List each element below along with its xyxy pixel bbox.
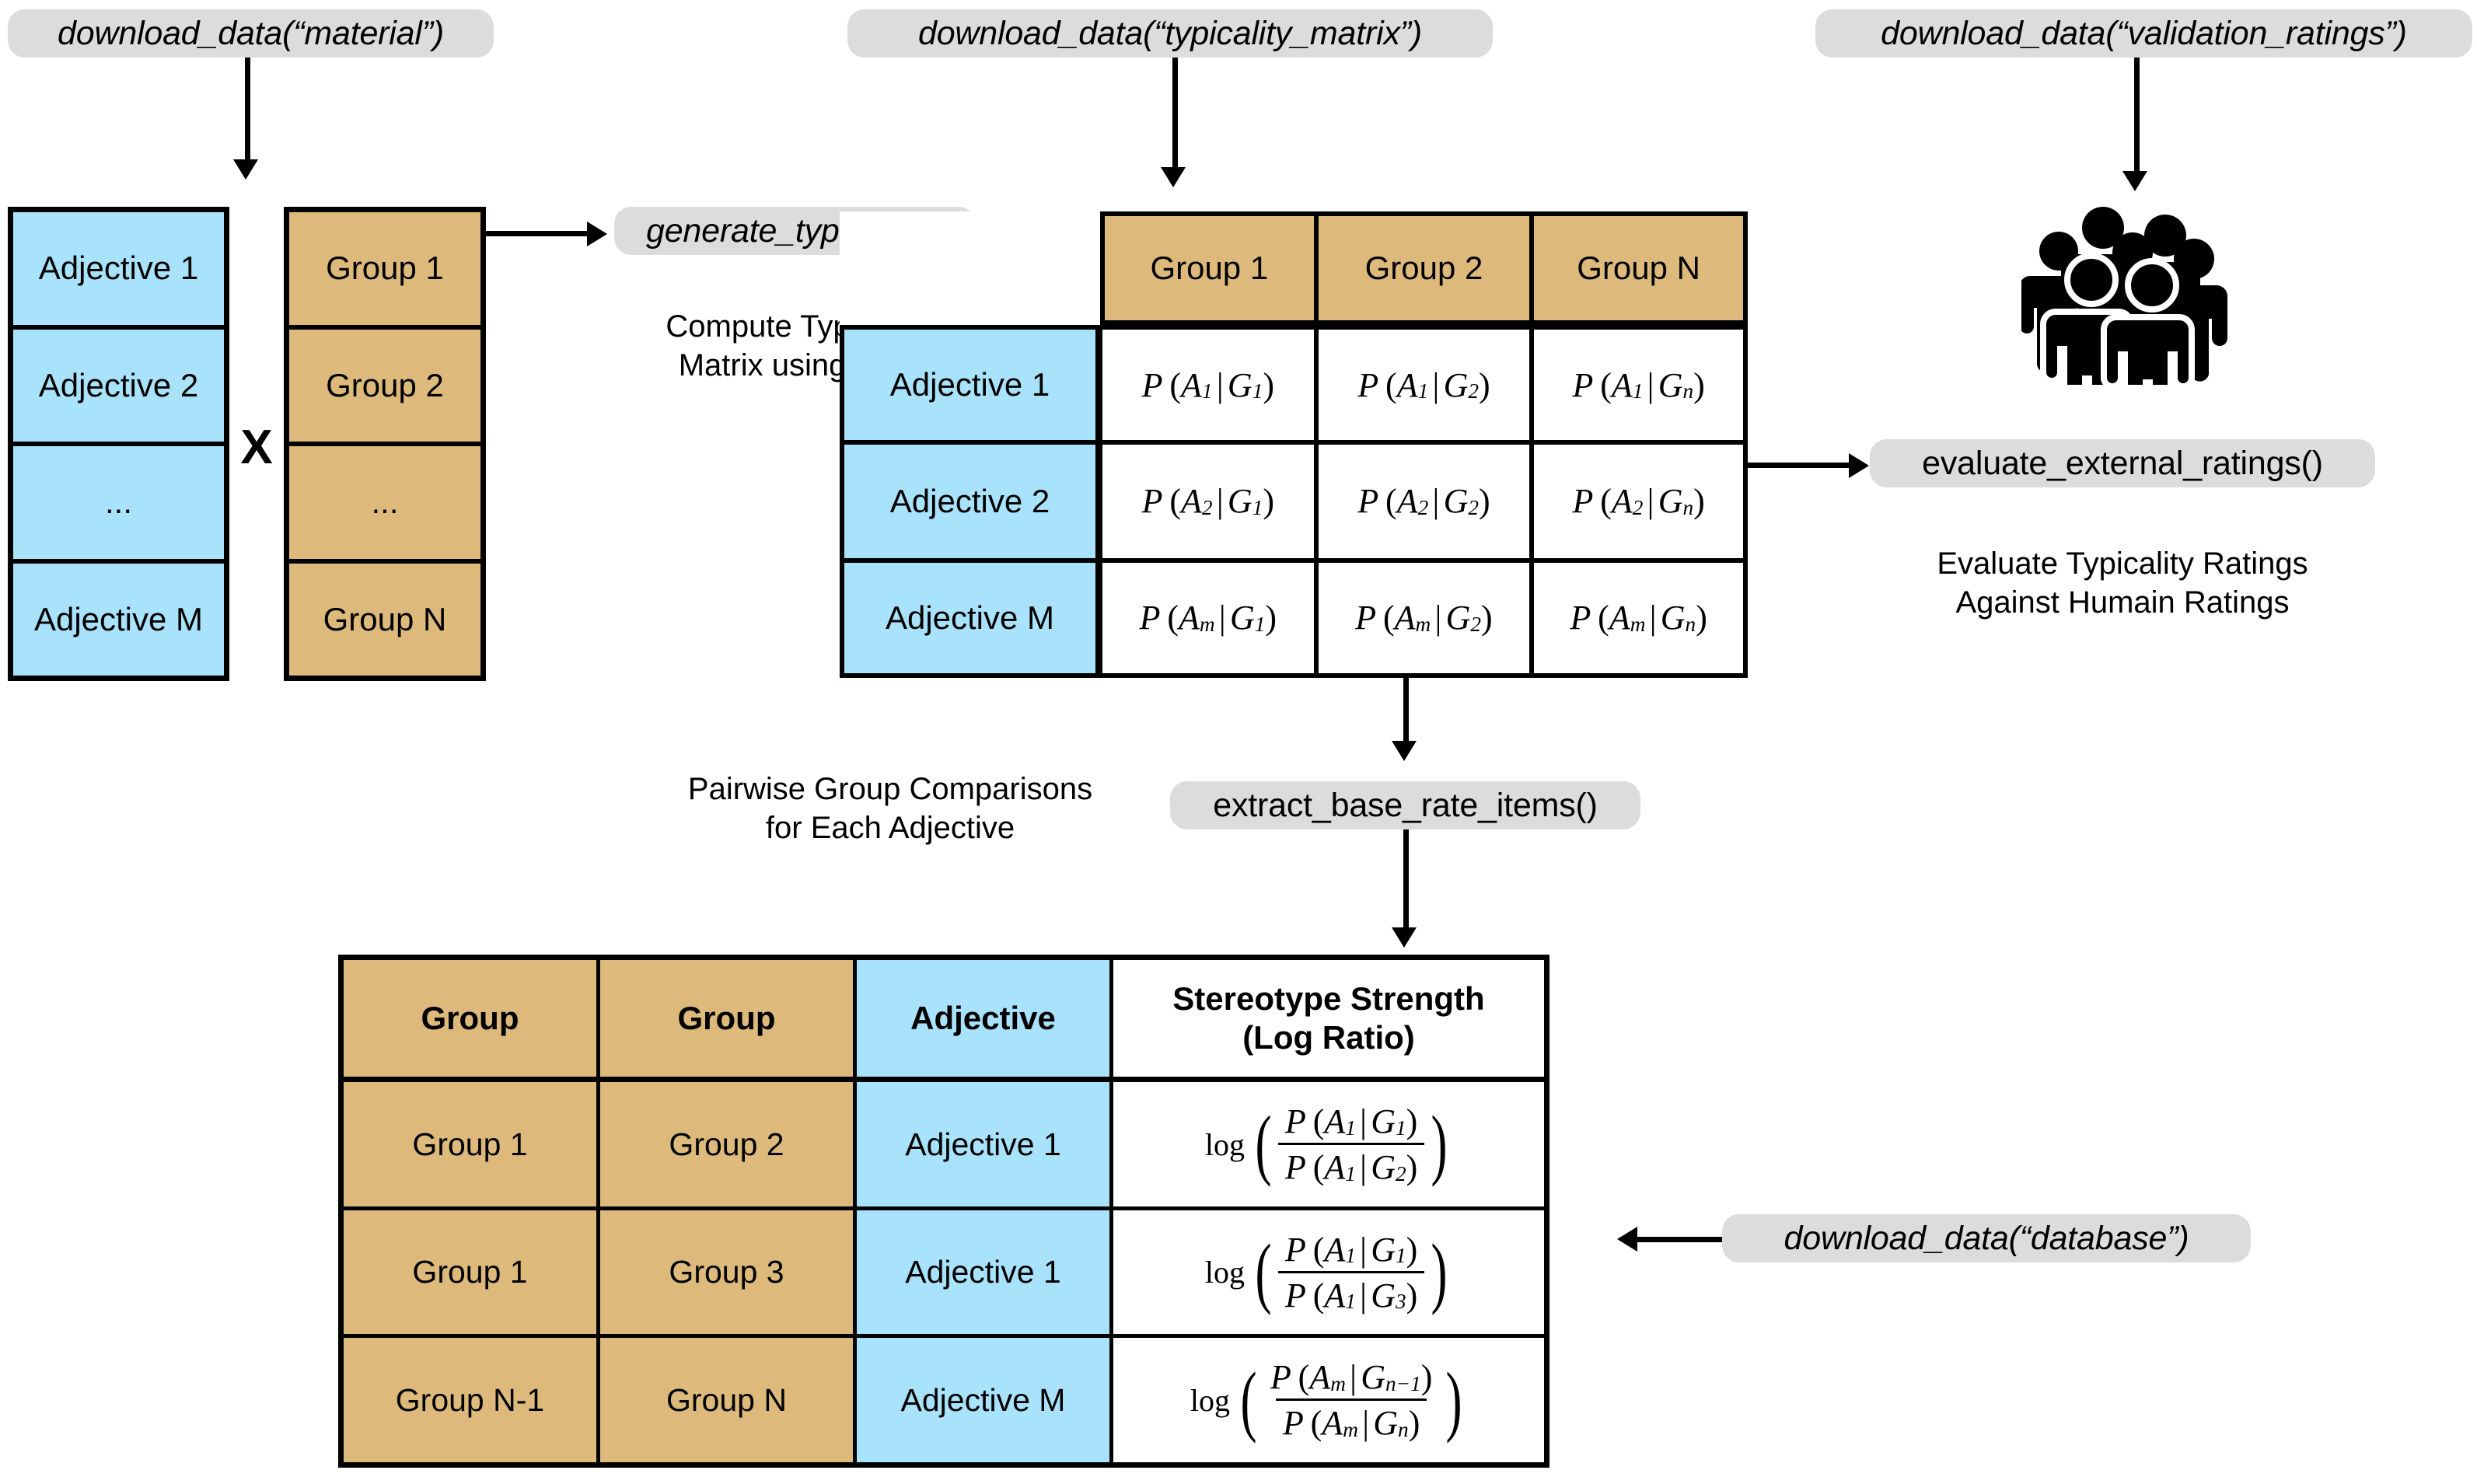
arrow-material-shaft: [245, 58, 250, 162]
arrow-typicality-head: [1161, 167, 1186, 187]
people-group-icon: [2020, 198, 2255, 430]
node-evaluate-external-ratings[interactable]: evaluate_external_ratings(): [1870, 439, 2375, 487]
cross-product-operator: X: [240, 420, 273, 474]
node-download-database[interactable]: download_data(“database”): [1722, 1214, 2251, 1262]
arrow-matrix-to-evaluate-shaft: [1748, 463, 1853, 468]
adjective-stack: Adjective 1 Adjective 2 ... Adjective M: [8, 207, 229, 681]
group-cell[interactable]: Group 1: [289, 212, 480, 330]
results-header-group-b: Group: [600, 960, 857, 1083]
arrow-validation-shaft: [2134, 58, 2140, 174]
arrow-groups-to-generate-shaft: [486, 231, 591, 236]
group-stack: Group 1 Group 2 ... Group N: [284, 207, 486, 681]
adjective-cell[interactable]: Adjective M: [13, 563, 224, 676]
node-download-material[interactable]: download_data(“material”): [8, 9, 494, 58]
table-row-cell-adjective[interactable]: Adjective M: [857, 1338, 1113, 1462]
group-cell[interactable]: ...: [289, 446, 480, 564]
caption-evaluate-ratings: Evaluate Typicality Ratings Against Huma…: [1937, 546, 2308, 620]
arrow-matrix-to-extract-shaft: [1403, 678, 1409, 744]
matrix-col-header[interactable]: Group N: [1532, 211, 1748, 325]
table-row-cell-adjective[interactable]: Adjective 1: [857, 1082, 1113, 1210]
node-download-typicality-matrix[interactable]: download_data(“typicality_matrix”): [847, 9, 1493, 58]
arrow-groups-to-generate-head: [587, 222, 607, 246]
adjective-cell[interactable]: Adjective 2: [13, 329, 224, 446]
table-row-cell-group-b[interactable]: Group 2: [600, 1082, 857, 1210]
results-header-adjective: Adjective: [857, 960, 1113, 1083]
arrow-validation-head: [2122, 171, 2147, 191]
results-header-stereotype-strength: Stereotype Strength (Log Ratio): [1113, 960, 1544, 1083]
table-row-cell-group-b[interactable]: Group N: [600, 1338, 857, 1462]
arrow-extract-to-table-head: [1392, 927, 1417, 948]
table-row-cell-group-a[interactable]: Group N-1: [344, 1338, 600, 1462]
arrow-typicality-shaft: [1172, 58, 1178, 170]
table-row-cell-group-a[interactable]: Group 1: [344, 1210, 600, 1339]
matrix-row-header[interactable]: Adjective 2: [840, 442, 1100, 560]
matrix-row-header[interactable]: Adjective 1: [840, 325, 1100, 443]
matrix-corner-blank: [840, 211, 1100, 325]
adjective-cell[interactable]: ...: [13, 446, 224, 564]
arrow-matrix-to-evaluate-head: [1849, 453, 1869, 478]
node-download-validation-ratings[interactable]: download_data(“validation_ratings”): [1815, 9, 2472, 58]
matrix-row-header[interactable]: Adjective M: [840, 560, 1100, 678]
adjective-cell[interactable]: Adjective 1: [13, 212, 224, 330]
caption-pairwise-comparisons: Pairwise Group Comparisons for Each Adje…: [687, 772, 1093, 845]
arrow-matrix-to-extract-head: [1392, 741, 1417, 761]
arrow-database-shaft: [1633, 1237, 1730, 1242]
typicality-matrix-table: Group 1 Group 2 Group N Adjective 1 P (A…: [840, 211, 1748, 678]
node-extract-base-rate-items[interactable]: extract_base_rate_items(): [1170, 781, 1640, 829]
table-row-cell-group-b[interactable]: Group 3: [600, 1210, 857, 1339]
table-row-cell-group-a[interactable]: Group 1: [344, 1082, 600, 1210]
group-cell[interactable]: Group N: [289, 563, 480, 676]
table-row-cell-adjective[interactable]: Adjective 1: [857, 1210, 1113, 1339]
results-table: Group Group Adjective Stereotype Strengt…: [338, 955, 1549, 1468]
group-cell[interactable]: Group 2: [289, 329, 480, 446]
matrix-col-header[interactable]: Group 1: [1100, 211, 1316, 325]
arrow-extract-to-table-shaft: [1403, 829, 1409, 931]
arrow-material-head: [233, 159, 258, 180]
matrix-col-header[interactable]: Group 2: [1315, 211, 1532, 325]
results-header-group-a: Group: [344, 960, 600, 1083]
